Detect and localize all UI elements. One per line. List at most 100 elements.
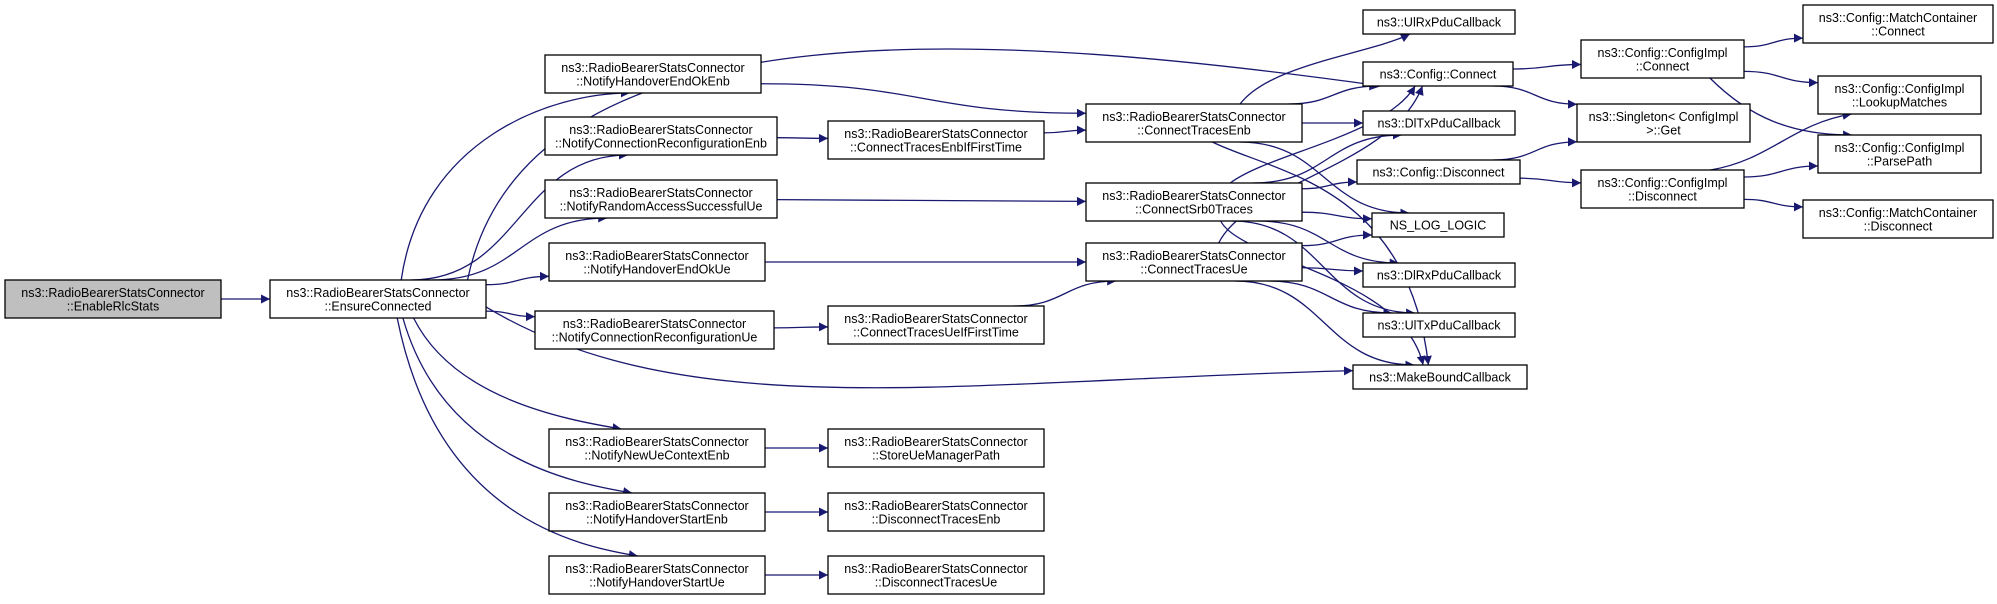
node-label-line: ns3::Config::Connect [1380,68,1497,82]
node-disconnect_traces_ue[interactable]: ns3::RadioBearerStatsConnector::Disconne… [827,555,1045,595]
node-notify_conn_reconf_enb[interactable]: ns3::RadioBearerStatsConnector::NotifyCo… [544,116,778,156]
edge-connect_srb0_traces-to-dl_tx_pdu_callback [1252,130,1402,184]
edge-configimpl_connect-to-matchcontainer_connect [1743,33,1804,48]
node-box [827,492,1045,532]
node-notify_conn_reconf_ue[interactable]: ns3::RadioBearerStatsConnector::NotifyCo… [534,310,775,350]
node-label-line: ns3::RadioBearerStatsConnector [844,499,1027,513]
node-label-line: ::Connect [1871,24,1925,38]
node-notify_random_access_ue[interactable]: ns3::RadioBearerStatsConnector::NotifyRa… [544,179,778,219]
node-notify_handover_end_ok_ue[interactable]: ns3::RadioBearerStatsConnector::NotifyHa… [548,242,766,282]
node-dl_tx_pdu_callback[interactable]: ns3::DlTxPduCallback [1362,110,1516,136]
node-label-line: ns3::RadioBearerStatsConnector [1102,110,1285,124]
node-store_ue_manager_path[interactable]: ns3::RadioBearerStatsConnector::StoreUeM… [827,428,1045,468]
node-config_connect[interactable]: ns3::Config::Connect [1362,61,1514,87]
node-connect_traces_enb_if_first[interactable]: ns3::RadioBearerStatsConnector::ConnectT… [827,120,1045,160]
node-box [1362,110,1516,136]
node-box [1817,75,1982,115]
node-box [1362,312,1516,338]
node-label-line: ::NotifyNewUeContextEnb [584,448,729,462]
node-label-line: ns3::RadioBearerStatsConnector [844,127,1027,141]
node-label-line: ::StoreUeManagerPath [872,448,1000,462]
node-box [1817,134,1982,174]
edge-notify_handover_end_ok_enb-to-connect_traces_enb [760,83,1087,118]
edge-connect_traces_ue_if_first-to-connect_traces_ue [1013,276,1117,307]
node-notify_handover_start_ue[interactable]: ns3::RadioBearerStatsConnector::NotifyHa… [548,555,766,595]
node-box [548,242,766,282]
node-label-line: ::Connect [1636,59,1690,73]
node-make_bound_callback[interactable]: ns3::MakeBoundCallback [1352,364,1528,390]
edge-ensure_connected-to-config_connect [466,48,1382,281]
node-label-line: >::Get [1646,123,1681,137]
edge-configimpl_connect-to-lookup_matches [1743,70,1819,88]
node-box [1362,61,1514,87]
edge-configimpl_disconnect-to-parse_path [1743,161,1819,178]
node-parse_path[interactable]: ns3::Config::ConfigImpl::ParsePath [1817,134,1982,174]
node-dl_rx_pdu_callback[interactable]: ns3::DlRxPduCallback [1362,262,1516,288]
node-label-line: ::LookupMatches [1852,95,1947,109]
node-label-line: ns3::Config::ConfigImpl [1835,141,1965,155]
node-box [1371,212,1505,238]
node-singleton_get[interactable]: ns3::Singleton< ConfigImpl >::Get [1576,103,1751,143]
node-label-line: ::ConnectSrb0Traces [1135,202,1253,216]
node-box [1362,262,1516,288]
node-box [548,492,766,532]
node-ul_tx_pdu_callback[interactable]: ns3::UlTxPduCallback [1362,312,1516,338]
edge-connect_traces_ue-to-make_bound_callback [1234,280,1415,370]
node-enable_rlc_stats[interactable]: ns3::RadioBearerStatsConnector::EnableRl… [4,279,222,319]
node-label-line: ns3::Singleton< ConfigImpl [1589,110,1739,124]
edge-ensure_connected-to-notify_handover_start_enb [402,317,633,496]
node-notify_handover_start_enb[interactable]: ns3::RadioBearerStatsConnector::NotifyHa… [548,492,766,532]
node-box [1580,169,1745,209]
node-connect_traces_enb[interactable]: ns3::RadioBearerStatsConnector::ConnectT… [1085,103,1303,143]
edge-notify_conn_reconf_ue-to-connect_traces_ue_if_first [773,322,829,332]
node-ul_rx_pdu_callback[interactable]: ns3::UlRxPduCallback [1362,9,1516,35]
node-box [269,279,487,319]
edge-ensure_connected-to-notify_handover_start_ue [396,317,638,559]
node-disconnect_traces_enb[interactable]: ns3::RadioBearerStatsConnector::Disconne… [827,492,1045,532]
edge-ensure_connected-to-notify_conn_reconf_enb [410,150,629,281]
node-matchcontainer_connect[interactable]: ns3::Config::MatchContainer::Connect [1802,4,1994,44]
node-label-line: ::DisconnectTracesEnb [872,512,1001,526]
node-label-line: ::NotifyConnectionReconfigurationEnb [555,136,767,150]
node-label-line: ns3::RadioBearerStatsConnector [1102,189,1285,203]
node-ns_log_logic[interactable]: NS_LOG_LOGIC [1371,212,1505,238]
node-matchcontainer_disconnect[interactable]: ns3::Config::MatchContainer::Disconnect [1802,199,1994,239]
node-box [827,120,1045,160]
node-label-line: ns3::Config::Disconnect [1372,166,1505,180]
edge-ensure_connected-to-notify_random_access_ue [431,213,608,281]
node-label-line: ns3::RadioBearerStatsConnector [565,249,748,263]
node-configimpl_connect[interactable]: ns3::Config::ConfigImpl::Connect [1580,39,1745,79]
node-box [827,555,1045,595]
node-box [827,305,1045,345]
edge-config_disconnect-to-configimpl_disconnect [1519,177,1582,188]
edge-ensure_connected-to-notify_new_ue_context_enb [412,317,622,432]
node-notify_new_ue_context_enb[interactable]: ns3::RadioBearerStatsConnector::NotifyNe… [548,428,766,468]
node-configimpl_disconnect[interactable]: ns3::Config::ConfigImpl::Disconnect [1580,169,1745,209]
node-box [4,279,222,319]
edge-connect_traces_ue-to-ns_log_logic [1301,230,1373,247]
node-box [1802,199,1994,239]
node-connect_traces_ue_if_first[interactable]: ns3::RadioBearerStatsConnector::ConnectT… [827,305,1045,345]
node-label-line: ns3::DlRxPduCallback [1377,269,1502,283]
node-connect_traces_ue[interactable]: ns3::RadioBearerStatsConnector::ConnectT… [1085,242,1303,282]
node-notify_handover_end_ok_enb[interactable]: ns3::RadioBearerStatsConnector::NotifyHa… [544,54,762,94]
node-label-line: ns3::Config::MatchContainer [1819,206,1977,220]
node-config_disconnect[interactable]: ns3::Config::Disconnect [1356,159,1521,185]
node-box [1802,4,1994,44]
node-box [544,179,778,219]
edge-connect_traces_enb_if_first-to-connect_traces_enb [1043,125,1087,135]
node-lookup_matches[interactable]: ns3::Config::ConfigImpl::LookupMatches [1817,75,1982,115]
node-box [1580,39,1745,79]
node-label-line: ::NotifyHandoverStartUe [589,575,725,589]
node-box [827,428,1045,468]
edge-config_disconnect-to-singleton_get [1493,137,1578,161]
node-ensure_connected[interactable]: ns3::RadioBearerStatsConnector::EnsureCo… [269,279,487,319]
node-connect_srb0_traces[interactable]: ns3::RadioBearerStatsConnector::ConnectS… [1085,182,1303,222]
node-label-line: ns3::MakeBoundCallback [1369,371,1511,385]
node-label-line: ns3::RadioBearerStatsConnector [844,312,1027,326]
edge-connect_traces_ue-to-dl_rx_pdu_callback [1301,266,1364,276]
node-box [1085,242,1303,282]
node-label-line: ns3::RadioBearerStatsConnector [844,562,1027,576]
edge-connect_srb0_traces-to-config_connect [1229,85,1416,184]
